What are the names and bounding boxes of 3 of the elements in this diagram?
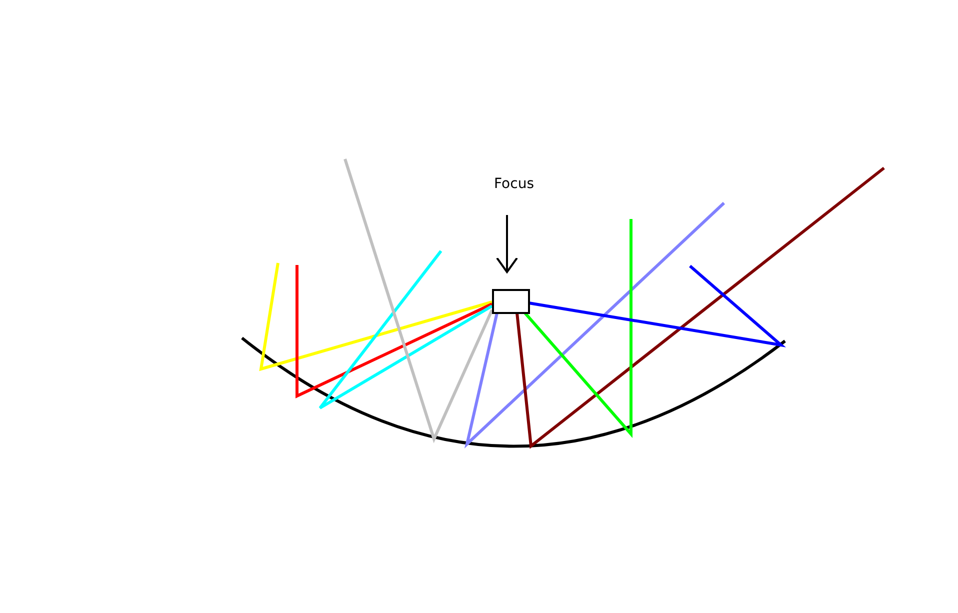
focus-box	[492, 289, 530, 314]
focus-label: Focus	[486, 174, 542, 194]
arrow	[496, 215, 518, 273]
